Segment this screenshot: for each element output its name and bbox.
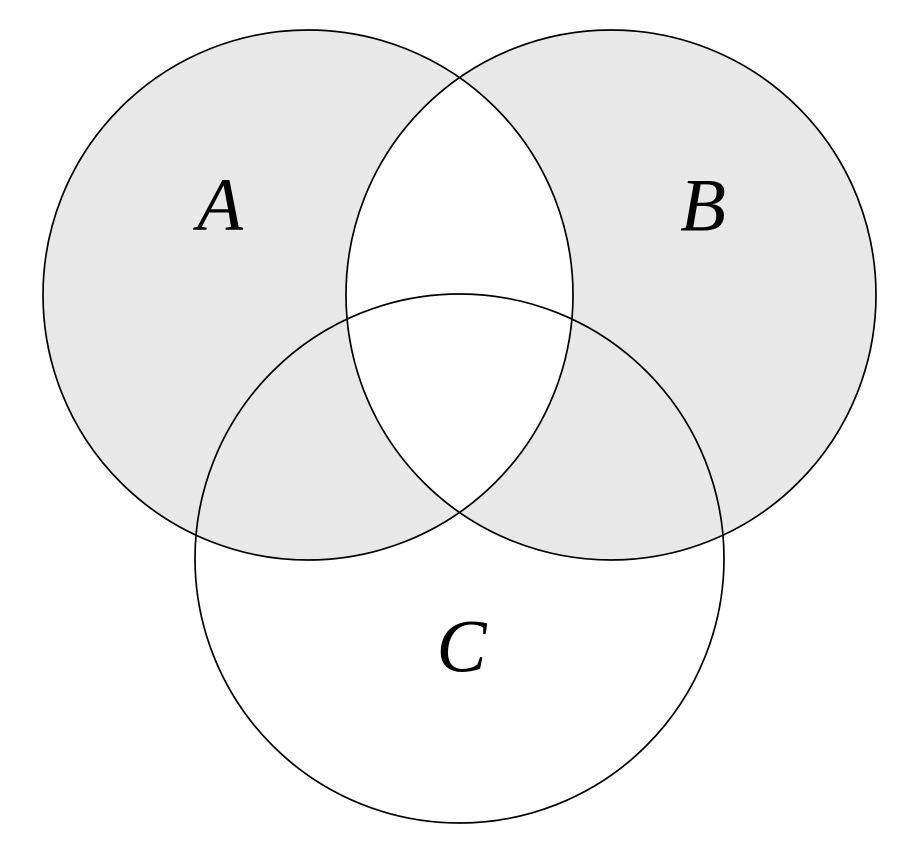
shaded-region-a-xor-b — [43, 30, 876, 560]
label-set-c: C — [436, 606, 487, 689]
label-set-a: A — [192, 164, 244, 247]
circle-c-outline — [194, 293, 725, 824]
label-set-b: B — [680, 165, 726, 248]
circle-a-outline — [42, 29, 574, 561]
circle-b-outline — [345, 29, 877, 561]
